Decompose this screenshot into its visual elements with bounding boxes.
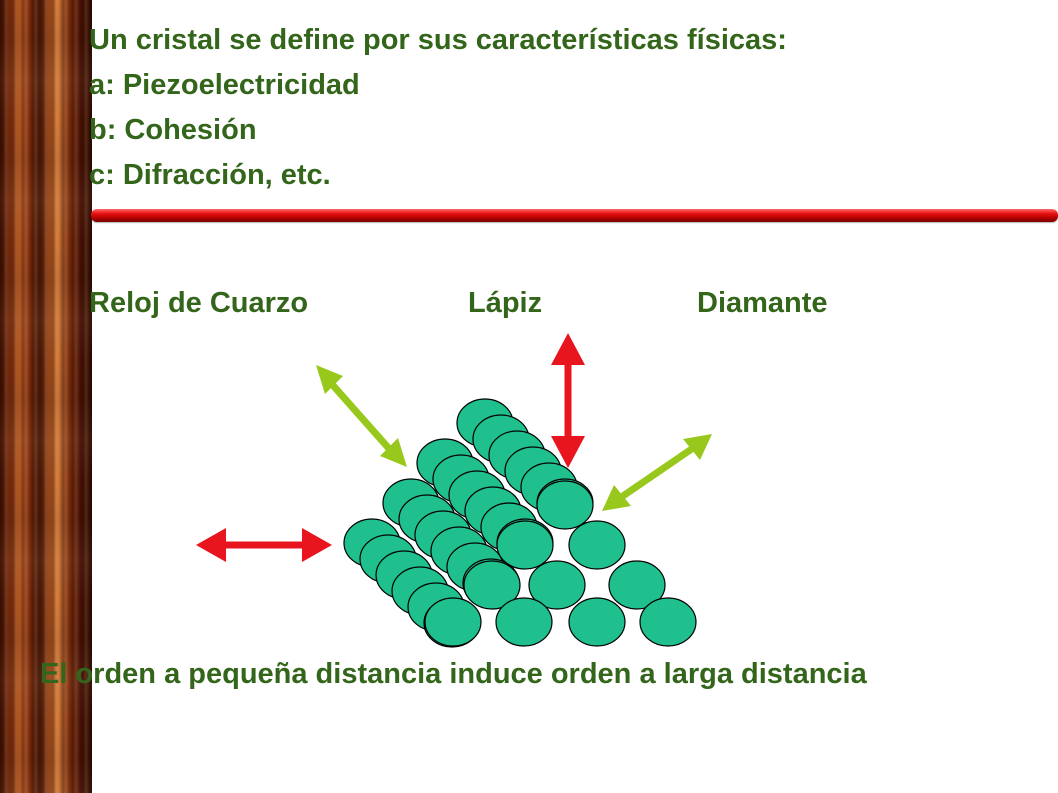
red-divider — [91, 209, 1058, 222]
wood-border — [0, 0, 92, 793]
atom-sphere — [424, 597, 482, 647]
atom-sphere — [608, 560, 666, 610]
atom-sphere — [639, 597, 697, 647]
property-c: c: Difracción, etc. — [89, 159, 331, 191]
atom-sphere — [568, 520, 626, 570]
atom-sphere — [536, 480, 594, 530]
atom-sphere — [528, 560, 586, 610]
atom-sphere — [463, 560, 521, 610]
property-list: Un cristal se define por sus característ… — [89, 18, 787, 198]
atom-spheres — [343, 398, 697, 648]
intro-line: Un cristal se define por sus característ… — [89, 24, 787, 56]
label-pencil: Lápiz — [468, 287, 543, 319]
label-quartz-watch: Reloj de Cuarzo — [89, 287, 309, 319]
atom-sphere — [495, 597, 553, 647]
conclusion-text: El orden a pequeña distancia induce orde… — [40, 658, 867, 690]
property-a: a: Piezoelectricidad — [89, 69, 360, 101]
green-diagonal-arrow-left — [316, 365, 407, 467]
green-diagonal-arrow-right — [602, 434, 712, 511]
red-vertical-arrow — [551, 333, 585, 468]
atom-sphere — [568, 597, 626, 647]
label-diamond: Diamante — [697, 287, 828, 319]
property-b: b: Cohesión — [89, 114, 257, 146]
red-horizontal-arrow — [196, 528, 332, 562]
atom-sphere — [496, 520, 554, 570]
